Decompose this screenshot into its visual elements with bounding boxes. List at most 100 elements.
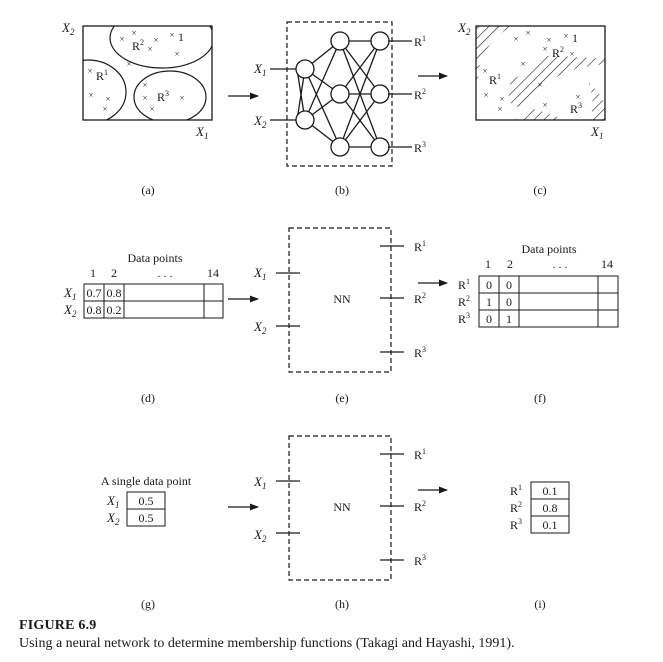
table-f-title: Data points: [522, 242, 577, 256]
output-neuron: [370, 84, 390, 104]
data-point-mark: ×: [174, 49, 179, 59]
table-d-cell: 0.8: [107, 286, 122, 300]
figure-title: FIGURE 6.9: [19, 618, 97, 633]
nn-dashed-box: [288, 435, 392, 581]
data-point-mark: ×: [142, 93, 147, 103]
region-r2-extra-label: 1: [178, 30, 184, 44]
panel-h: NN X1 X2 R1 R2 R3 (h): [253, 435, 426, 611]
panel-label: (d): [141, 391, 155, 405]
table-i-row-label: R2: [510, 500, 522, 515]
data-point-mark: ×: [546, 35, 551, 45]
data-point-mark: ×: [169, 30, 174, 40]
hidden-neuron: [330, 84, 350, 104]
output-lines: [388, 40, 412, 148]
table-f-row-label: R3: [458, 311, 470, 326]
data-point-mark: ×: [542, 100, 547, 110]
data-point-mark: ×: [87, 66, 92, 76]
table-d-col-header: 14: [207, 266, 219, 280]
output-r3-label: R3: [414, 345, 426, 360]
input-x2-label: X2: [253, 113, 267, 130]
hidden-neuron: [330, 137, 350, 157]
table-d-grid: [83, 283, 224, 319]
output-r2-label: R2: [414, 499, 426, 514]
data-point-mark: ×: [569, 49, 574, 59]
table-f-col-header: 14: [601, 257, 613, 271]
table-d-title: Data points: [128, 251, 183, 265]
output-r1-label: R1: [414, 447, 426, 462]
input-x2-label: X2: [253, 527, 267, 544]
table-i-cell: 0.1: [543, 518, 558, 532]
data-point-mark: ×: [179, 93, 184, 103]
region-r2-label: R2: [132, 38, 144, 53]
panel-b: X1 X2 R1 R2 R3 (b): [253, 21, 426, 197]
panel-c: X2 X1 R1 R2 R3 1 × × × × × × × × × × × ×…: [457, 20, 606, 197]
data-point-mark: ×: [575, 92, 580, 102]
region-r1-ellipse: [83, 59, 127, 120]
data-point-mark: ×: [482, 66, 487, 76]
table-f-cell: 1: [506, 312, 512, 326]
output-space-frame: [475, 25, 606, 121]
panel-label: (i): [534, 597, 545, 611]
nn-neurons: [295, 31, 390, 157]
nn-connection: [304, 40, 341, 121]
data-point-mark: ×: [153, 35, 158, 45]
table-f-col-header: . . .: [553, 257, 568, 271]
table-d-cell: 0.2: [107, 303, 122, 317]
table-f-cell: 0: [506, 278, 512, 292]
table-f-cell: 0: [506, 295, 512, 309]
region-r1-label: R1: [489, 72, 501, 87]
output-r3-label: R3: [414, 553, 426, 568]
region-r3-label: R3: [570, 101, 582, 116]
table-d-cell: 0.8: [87, 303, 102, 317]
input-x1-label: X1: [253, 474, 266, 491]
table-g-cell: 0.5: [139, 511, 154, 525]
io-lines: [276, 453, 404, 561]
output-neuron: [370, 137, 390, 157]
hidden-neuron: [330, 31, 350, 51]
table-g-cell: 0.5: [139, 494, 154, 508]
region-r2-ellipse: [109, 26, 212, 69]
nn-connection: [339, 40, 381, 148]
axis-x1-label: X1: [590, 124, 603, 141]
nn-dashed-box: [288, 227, 392, 373]
output-r2-label: R2: [414, 291, 426, 306]
io-lines: [276, 245, 404, 353]
table-g-grid: [126, 491, 166, 527]
region-r3-label: R3: [157, 89, 169, 104]
nn-connection: [339, 40, 381, 95]
data-point-mark: ×: [142, 80, 147, 90]
table-d-row-label: X2: [63, 302, 77, 319]
panel-label: (h): [335, 597, 349, 611]
table-d-row-label: X1: [63, 285, 76, 302]
data-point-mark: ×: [520, 59, 525, 69]
input-neuron: [295, 110, 315, 130]
data-point-mark: ×: [542, 44, 547, 54]
panel-label: (b): [335, 183, 349, 197]
table-i-cell: 0.1: [543, 484, 558, 498]
data-point-mark: ×: [126, 59, 131, 69]
data-point-mark: ×: [131, 28, 136, 38]
data-point-marks: × × × × × × × × × × × × × × ×: [87, 28, 184, 114]
output-r1-label: R1: [414, 239, 426, 254]
table-g-row-label: X1: [106, 493, 119, 510]
figure-caption: Using a neural network to determine memb…: [19, 636, 515, 651]
panel-d: Data points 1 2 . . . 14 X1 X2 0.7 0.8 0…: [63, 251, 224, 405]
region-r1-label: R1: [96, 68, 108, 83]
nn-label: NN: [333, 292, 351, 306]
data-point-mark: ×: [102, 104, 107, 114]
data-point-mark: ×: [149, 104, 154, 114]
membership-boundary-hatching: [476, 26, 605, 120]
panel-e: NN X1 X2 R1 R2 R3 (e): [253, 227, 426, 405]
nn-connection: [339, 93, 381, 148]
table-f-col-header: 1: [485, 257, 491, 271]
axis-x1-label: X1: [195, 124, 208, 141]
panel-g: A single data point X1 X2 0.5 0.5 (g): [101, 474, 192, 611]
data-point-mark: ×: [537, 80, 542, 90]
table-d-col-header: 1: [90, 266, 96, 280]
table-i-cell: 0.8: [543, 501, 558, 515]
data-point-mark: ×: [483, 90, 488, 100]
output-neuron: [370, 31, 390, 51]
nn-connection: [304, 68, 341, 148]
panel-label: (e): [335, 391, 348, 405]
data-point-mark: ×: [88, 90, 93, 100]
